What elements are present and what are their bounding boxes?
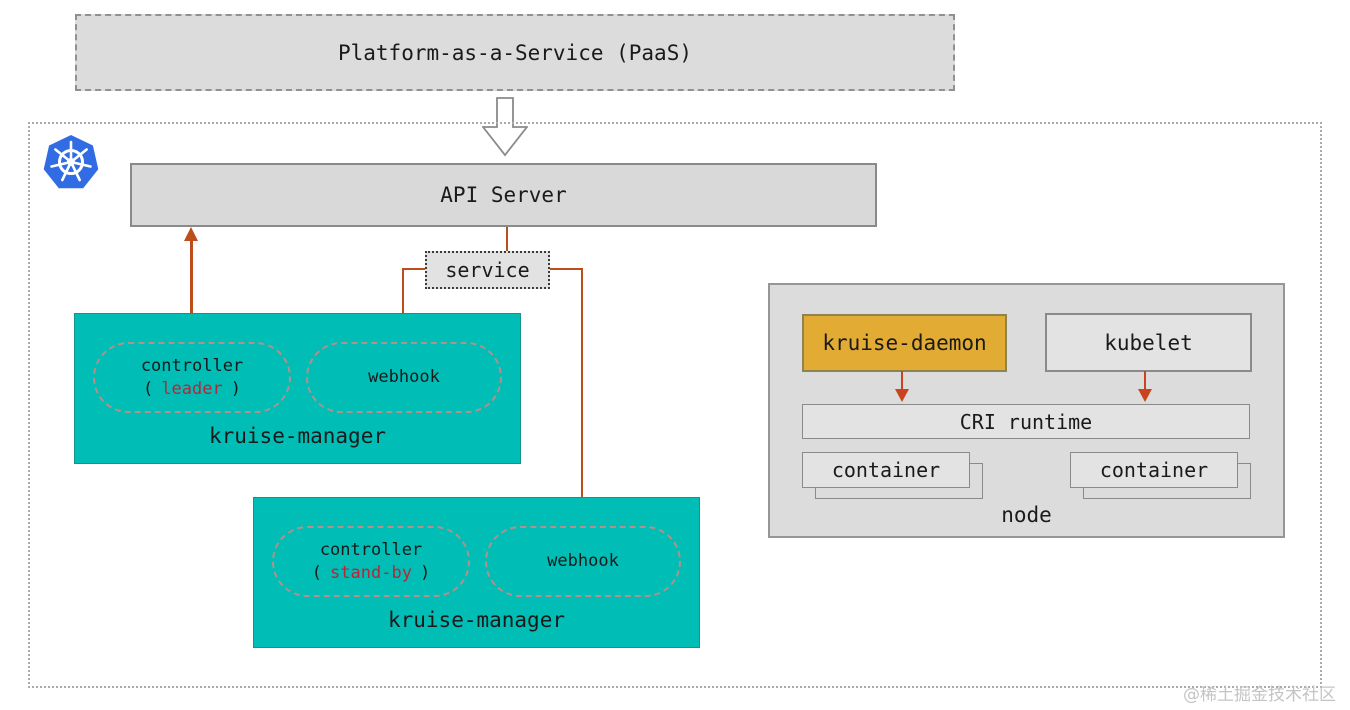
node-box: kruise-daemon kubelet CRI runtime contai…: [768, 283, 1285, 538]
controller-role-line: ( stand-by ): [312, 562, 430, 584]
container-box: container: [1070, 452, 1238, 488]
paren-close: ): [419, 562, 431, 583]
kubelet-box: kubelet: [1045, 313, 1252, 372]
kruise-manager-standby-box: controller ( stand-by ) webhook kruise-m…: [253, 497, 700, 648]
api-server-box: API Server: [130, 163, 877, 227]
service-label: service: [445, 258, 530, 282]
kubernetes-cluster-boundary: [28, 122, 1322, 688]
paren-open: (: [143, 378, 154, 399]
container-stack-right: container: [1070, 452, 1252, 500]
paas-box: Platform-as-a-Service (PaaS): [75, 14, 955, 91]
kubelet-label: kubelet: [1104, 330, 1193, 355]
webhook-label: webhook: [368, 367, 440, 388]
controller-role-line: ( leader ): [143, 378, 241, 400]
webhook-pill: webhook: [485, 526, 681, 597]
api-server-label: API Server: [440, 183, 567, 207]
paas-label: Platform-as-a-Service (PaaS): [337, 40, 692, 65]
controller-role: leader: [161, 378, 223, 399]
kruise-manager-label: kruise-manager: [387, 608, 565, 632]
controller-leader-pill: controller ( leader ): [93, 342, 291, 413]
cri-runtime-box: CRI runtime: [802, 404, 1250, 439]
controller-label: controller: [140, 356, 244, 377]
watermark: @稀土掘金技术社区: [1183, 685, 1336, 705]
node-label: node: [1001, 503, 1052, 527]
kruise-manager-label: kruise-manager: [208, 424, 386, 448]
kubernetes-logo-icon: [42, 134, 100, 192]
container-box: container: [802, 452, 970, 488]
paren-close: ): [230, 378, 241, 399]
controller-role: stand-by: [330, 562, 412, 583]
container-stack-left: container: [802, 452, 984, 500]
webhook-label: webhook: [547, 551, 619, 572]
paas-to-cluster-arrow-icon: [481, 97, 529, 161]
paren-open: (: [311, 562, 323, 583]
cri-runtime-label: CRI runtime: [959, 409, 1093, 434]
webhook-pill: webhook: [306, 342, 502, 413]
kruise-daemon-box: kruise-daemon: [802, 314, 1007, 372]
controller-standby-pill: controller ( stand-by ): [272, 526, 470, 597]
service-box: service: [425, 251, 550, 289]
kruise-manager-leader-box: controller ( leader ) webhook kruise-man…: [74, 313, 521, 464]
controller-label: controller: [319, 540, 423, 561]
container-label: container: [831, 458, 941, 482]
line-api-to-service: [506, 227, 508, 251]
kruise-daemon-label: kruise-daemon: [822, 331, 987, 355]
container-label: container: [1099, 458, 1209, 482]
